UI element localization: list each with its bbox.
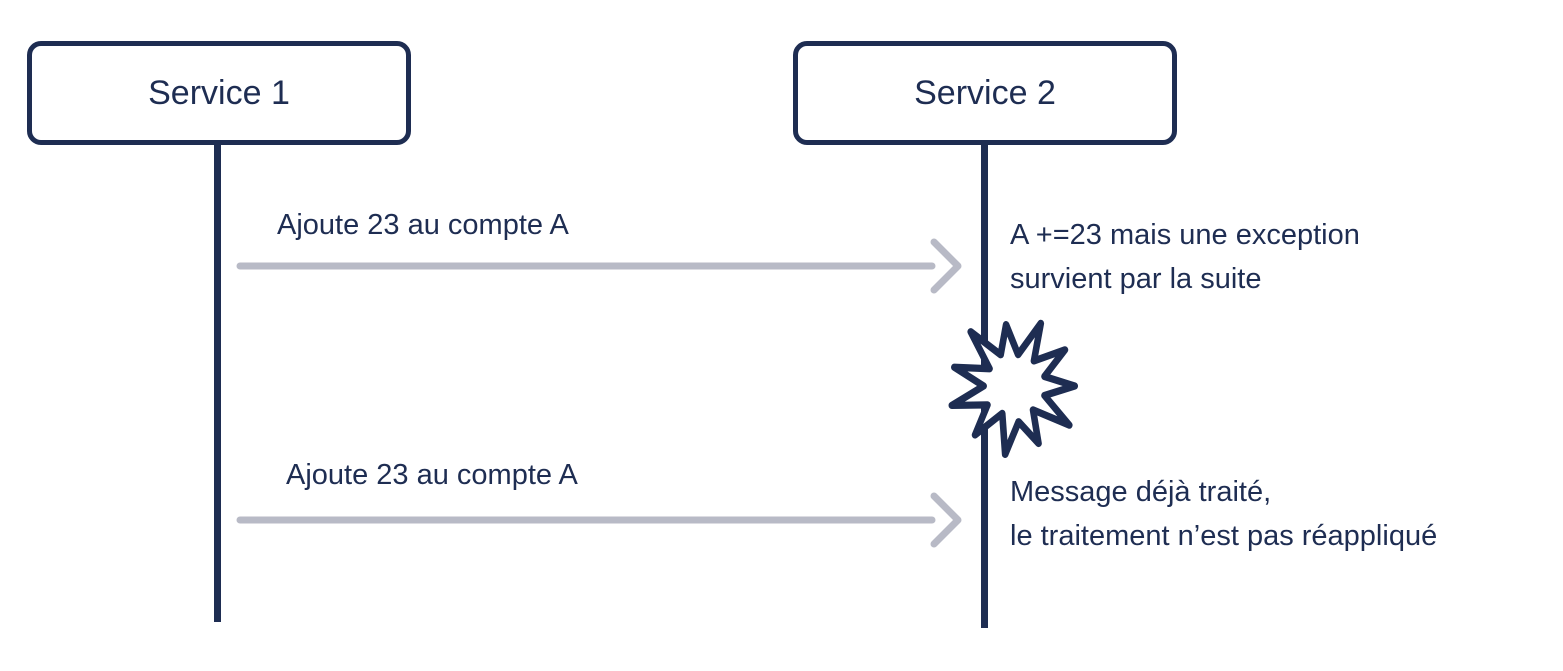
- note-idempotent-line-2: le traitement n’est pas réappliqué: [1010, 520, 1438, 552]
- note-idempotent-line-1: Message déjà traité,: [1010, 476, 1272, 508]
- actor-label-service-1: Service 1: [148, 73, 290, 112]
- lifeline-service-1: [214, 145, 221, 622]
- note-idempotent: Message déjà traité, le traitement n’est…: [1010, 470, 1437, 558]
- message-arrow-2: [236, 492, 962, 548]
- note-exception-line-1: A +=23 mais une exception: [1010, 219, 1360, 251]
- note-exception-line-2: survient par la suite: [1010, 263, 1262, 295]
- note-exception: A +=23 mais une exception survient par l…: [1010, 213, 1360, 301]
- actor-box-service-2: Service 2: [793, 41, 1177, 145]
- message-label-2: Ajoute 23 au compte A: [286, 459, 578, 491]
- message-arrow-1: [236, 238, 962, 294]
- message-label-1: Ajoute 23 au compte A: [277, 209, 569, 241]
- actor-label-service-2: Service 2: [914, 73, 1056, 112]
- actor-box-service-1: Service 1: [27, 41, 411, 145]
- explosion-icon: [948, 319, 1079, 458]
